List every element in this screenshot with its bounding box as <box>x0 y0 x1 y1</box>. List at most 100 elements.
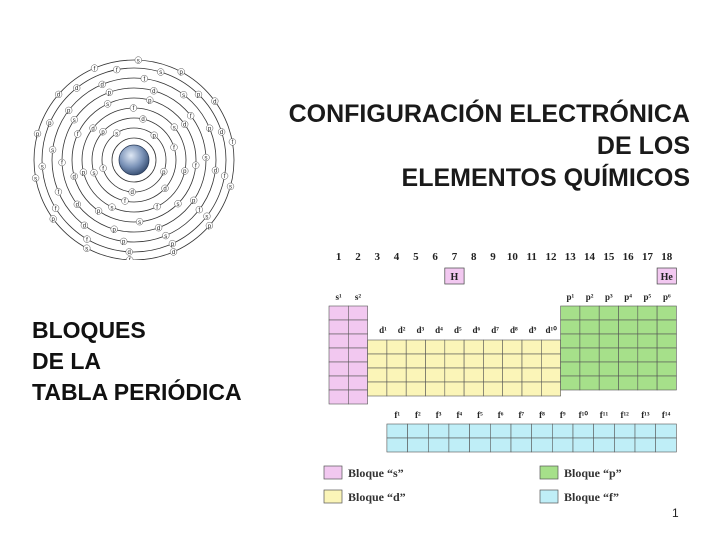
p-block-cell <box>637 305 658 321</box>
electron <box>220 172 229 180</box>
electron-label: p <box>82 170 86 176</box>
electron <box>121 197 129 205</box>
s-block-cell <box>328 333 349 349</box>
subtitle-line-1: BLOQUES <box>32 317 146 343</box>
p-block-label: p⁶ <box>663 292 671 302</box>
s-block-cell <box>328 375 349 391</box>
f-block-cell <box>448 423 470 439</box>
electron-label: p <box>192 199 196 205</box>
d-block-cell <box>463 339 484 355</box>
d-block-cell <box>502 353 523 369</box>
hydrogen-cell <box>444 267 465 285</box>
orbital-ring-7 <box>51 77 217 243</box>
slide-subtitle: BLOQUES DE LA TABLA PERIÓDICA <box>32 315 242 408</box>
p-block-cell <box>637 333 658 349</box>
p-block-cell <box>618 347 639 363</box>
electron-label: d <box>76 203 79 209</box>
orbital-ring-5 <box>71 97 197 223</box>
electron <box>90 64 99 72</box>
electron-label: d <box>141 117 144 123</box>
title-line-3: ELEMENTOS QUÍMICOS <box>401 164 690 192</box>
electron-label: p <box>180 70 184 76</box>
electron <box>134 56 142 64</box>
electron <box>228 138 237 146</box>
electron <box>157 68 165 76</box>
electron <box>177 68 185 76</box>
f-block-label: f⁸ <box>539 410 545 420</box>
electron <box>140 74 148 83</box>
electron-label: d <box>73 175 76 181</box>
electron <box>174 200 182 208</box>
electron <box>194 90 203 99</box>
d-block-cell <box>405 381 426 397</box>
d-block-label: d³ <box>416 325 424 335</box>
electron <box>73 200 81 208</box>
f-block-cell <box>531 423 553 439</box>
electron-label: f <box>232 140 234 146</box>
s-block-cell <box>347 347 368 363</box>
p-block-label: p¹ <box>566 292 574 302</box>
electron <box>33 129 42 138</box>
p-block-cell <box>618 375 639 391</box>
electron-label: s <box>73 118 76 124</box>
electron <box>169 248 178 256</box>
electron-label: s <box>173 125 176 131</box>
legend-swatch-p <box>539 465 559 480</box>
f-block-cell <box>593 423 615 439</box>
d-block-cell <box>425 339 446 355</box>
electron <box>74 130 82 138</box>
subtitle-line-3: TABLA PERIÓDICA <box>32 379 242 405</box>
electron <box>108 203 116 211</box>
electron-label: d <box>213 99 216 105</box>
electron-label: f <box>190 114 192 120</box>
electron <box>205 221 214 230</box>
d-block-cell <box>483 381 503 397</box>
f-block-cell <box>552 423 574 439</box>
electron-label: f <box>198 208 200 214</box>
d-block-cell <box>521 339 542 355</box>
group-number: 18 <box>661 251 673 263</box>
electron <box>226 182 235 191</box>
f-block-cell <box>490 423 512 439</box>
group-number: 5 <box>413 251 419 263</box>
f-block-label: f¹ <box>394 410 400 420</box>
electron <box>192 161 200 169</box>
electron-label: d <box>131 190 134 196</box>
f-block-cell <box>634 437 657 453</box>
electron <box>73 84 81 92</box>
slide-title: CONFIGURACIÓN ELECTRÓNICA DE LOS ELEMENT… <box>230 98 690 194</box>
f-block-cell <box>386 437 408 453</box>
electron-label: p <box>97 209 101 215</box>
electron <box>168 239 177 248</box>
electron-label: p <box>197 93 201 99</box>
electron <box>70 172 78 180</box>
orbital-ring-8 <box>41 67 227 253</box>
electron <box>49 215 57 223</box>
electron <box>70 116 78 124</box>
electron <box>170 123 178 131</box>
p-block-cell <box>598 319 619 335</box>
p-block-cell <box>598 375 619 391</box>
electron-label: d <box>91 126 94 132</box>
electron-label: p <box>148 98 152 104</box>
electron <box>83 235 91 243</box>
electron <box>126 256 134 260</box>
group-number: 14 <box>584 251 596 263</box>
electron <box>211 97 219 105</box>
f-block-cell <box>634 423 657 439</box>
electron-label: d <box>83 224 86 230</box>
electron-label: f <box>124 199 126 205</box>
p-block-cell <box>637 319 658 335</box>
electron <box>38 162 46 170</box>
electron-label: p <box>162 170 166 176</box>
f-block-cell <box>428 437 450 453</box>
d-block-cell <box>541 353 561 369</box>
d-block-cell <box>483 367 503 383</box>
electron <box>125 248 133 256</box>
electron-label: d <box>57 93 60 99</box>
group-number: 4 <box>394 251 400 263</box>
p-block-cell <box>579 375 600 391</box>
f-block-cell <box>614 437 636 453</box>
p-block-label: p³ <box>605 292 613 302</box>
